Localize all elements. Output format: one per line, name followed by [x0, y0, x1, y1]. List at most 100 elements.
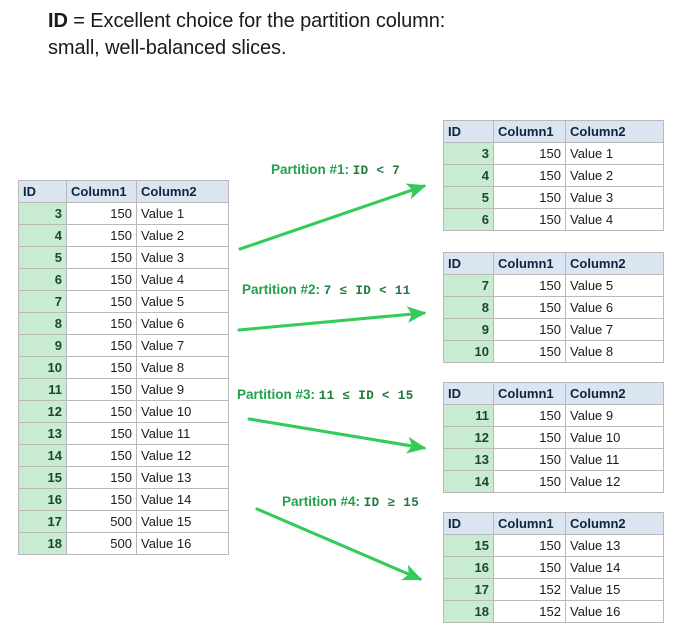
cell-column1: 150 — [66, 224, 137, 247]
cell-column1: 150 — [66, 246, 137, 269]
cell-column2: Value 4 — [565, 208, 664, 231]
cell-id: 11 — [18, 378, 67, 401]
cell-column2: Value 8 — [136, 356, 229, 379]
cell-column1: 150 — [493, 208, 566, 231]
cell-id: 18 — [18, 532, 67, 555]
cell-column1: 150 — [493, 470, 566, 493]
table-header-row: ID Column1 Column2 — [443, 382, 664, 405]
cell-column2: Value 7 — [136, 334, 229, 357]
cell-id: 9 — [18, 334, 67, 357]
cell-column1: 150 — [493, 296, 566, 319]
cell-column2: Value 14 — [136, 488, 229, 511]
page-title-rest: = Excellent choice for the partition col… — [48, 10, 446, 59]
cell-column2: Value 10 — [136, 400, 229, 423]
cell-column1: 150 — [493, 340, 566, 363]
column-header-column2: Column2 — [565, 252, 664, 275]
cell-column1: 150 — [66, 334, 137, 357]
partition-label-3-condition: 11 ≤ ID < 15 — [318, 389, 414, 403]
column-header-column2: Column2 — [565, 512, 664, 535]
cell-id: 4 — [18, 224, 67, 247]
cell-column1: 150 — [66, 400, 137, 423]
partition-label-4-title: Partition #4: — [282, 494, 361, 509]
cell-column1: 150 — [493, 186, 566, 209]
table-header-row: ID Column1 Column2 — [443, 252, 664, 275]
cell-column1: 150 — [66, 202, 137, 225]
column-header-id: ID — [443, 382, 494, 405]
cell-id: 12 — [443, 426, 494, 449]
partition-label-2: Partition #2: 7 ≤ ID < 11 — [242, 281, 438, 299]
cell-column2: Value 13 — [565, 534, 664, 557]
cell-column2: Value 10 — [565, 426, 664, 449]
cell-column2: Value 15 — [565, 578, 664, 601]
cell-column1: 150 — [66, 356, 137, 379]
cell-id: 15 — [443, 534, 494, 557]
cell-id: 3 — [18, 202, 67, 225]
cell-id: 5 — [18, 246, 67, 269]
cell-column1: 150 — [66, 422, 137, 445]
column-header-column1: Column1 — [493, 252, 566, 275]
column-header-column1: Column1 — [493, 120, 566, 143]
cell-column2: Value 5 — [565, 274, 664, 297]
cell-id: 16 — [18, 488, 67, 511]
cell-column1: 150 — [493, 426, 566, 449]
arrow-to-partition-2 — [237, 306, 427, 332]
column-header-column1: Column1 — [493, 382, 566, 405]
partition-label-3-title: Partition #3: — [237, 387, 316, 402]
cell-column1: 150 — [493, 556, 566, 579]
cell-column2: Value 4 — [136, 268, 229, 291]
cell-column1: 150 — [66, 444, 137, 467]
cell-id: 14 — [18, 444, 67, 467]
cell-column2: Value 3 — [136, 246, 229, 269]
cell-id: 17 — [18, 510, 67, 533]
cell-id: 17 — [443, 578, 494, 601]
cell-column2: Value 8 — [565, 340, 664, 363]
cell-column1: 150 — [66, 268, 137, 291]
arrow-to-partition-4 — [255, 507, 423, 581]
cell-id: 16 — [443, 556, 494, 579]
cell-column2: Value 7 — [565, 318, 664, 341]
partition-label-1: Partition #1: ID < 7 — [271, 161, 456, 179]
cell-column1: 150 — [66, 466, 137, 489]
column-header-column2: Column2 — [565, 120, 664, 143]
partition-label-4: Partition #4: ID ≥ 15 — [282, 493, 472, 511]
cell-column1: 150 — [66, 312, 137, 335]
cell-id: 10 — [443, 340, 494, 363]
partition-label-1-title: Partition #1: — [271, 162, 350, 177]
cell-id: 7 — [443, 274, 494, 297]
cell-column2: Value 1 — [136, 202, 229, 225]
cell-id: 13 — [443, 448, 494, 471]
cell-column2: Value 9 — [565, 404, 664, 427]
cell-column2: Value 15 — [136, 510, 229, 533]
cell-column1: 150 — [493, 404, 566, 427]
cell-column2: Value 2 — [136, 224, 229, 247]
cell-column2: Value 12 — [565, 470, 664, 493]
cell-id: 6 — [18, 268, 67, 291]
table-header-row: ID Column1 Column2 — [18, 180, 229, 203]
cell-id: 8 — [443, 296, 494, 319]
